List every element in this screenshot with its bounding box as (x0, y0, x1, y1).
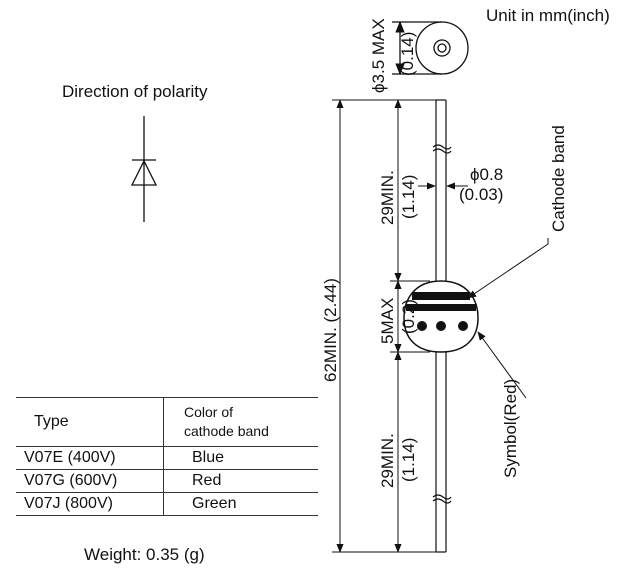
table-cell-type: V07G (600V) (16, 469, 164, 493)
symbol-dot (417, 321, 427, 331)
dimension-lines (336, 99, 468, 553)
dim-head-diameter-inch: (0.14) (398, 32, 417, 76)
table-row: V07E (400V) Blue (16, 446, 318, 470)
diode-body (403, 280, 479, 353)
type-color-table: Type Color of cathode band V07E (400V) B… (16, 397, 318, 516)
table-cell-type: V07J (800V) (16, 492, 164, 516)
end-view (392, 20, 469, 76)
table-row: V07J (800V) Green (16, 492, 318, 516)
dim-lead-top: 29MIN. (378, 170, 397, 225)
dim-head-diameter: ϕ3.5 MAX (369, 18, 388, 93)
table-row: V07G (600V) Red (16, 469, 318, 493)
dim-body-length-inch: (0.2) (399, 299, 418, 334)
callout-symbol: Symbol(Red) (501, 379, 520, 478)
lead-wire (432, 99, 452, 553)
diode-symbol-icon (130, 116, 158, 222)
table-header-row: Type Color of cathode band (16, 397, 318, 447)
table-cell-color: Red (163, 469, 318, 493)
table-header-type: Type (16, 397, 164, 447)
weight-label: Weight: 0.35 (g) (84, 545, 205, 564)
table-cell-color: Blue (163, 446, 318, 470)
symbol-dot (436, 321, 446, 331)
table-cell-color: Green (163, 492, 318, 516)
unit-note: Unit in mm(inch) (486, 6, 610, 25)
symbol-dot (458, 321, 468, 331)
dim-overall-length: 62MIN. (2.44) (321, 278, 340, 382)
callout-leaders (467, 238, 549, 399)
dim-lead-diameter: ϕ0.8 (470, 165, 503, 184)
dim-body-length: 5MAX (378, 298, 397, 344)
table-header-color-line1: Color of (184, 404, 234, 420)
dim-lead-bottom-inch: (1.14) (399, 438, 418, 482)
callout-cathode-band: Cathode band (549, 125, 568, 232)
table-cell-type: V07E (400V) (16, 446, 164, 470)
polarity-label: Direction of polarity (62, 82, 208, 101)
table-header-color: Color of cathode band (163, 397, 318, 447)
table-header-color-line2: cathode band (184, 423, 269, 439)
cathode-band (412, 292, 470, 300)
dim-lead-bottom: 29MIN. (378, 433, 397, 488)
cathode-band (406, 304, 476, 311)
dim-lead-diameter-inch: (0.03) (459, 185, 503, 204)
dim-lead-top-inch: (1.14) (399, 175, 418, 219)
